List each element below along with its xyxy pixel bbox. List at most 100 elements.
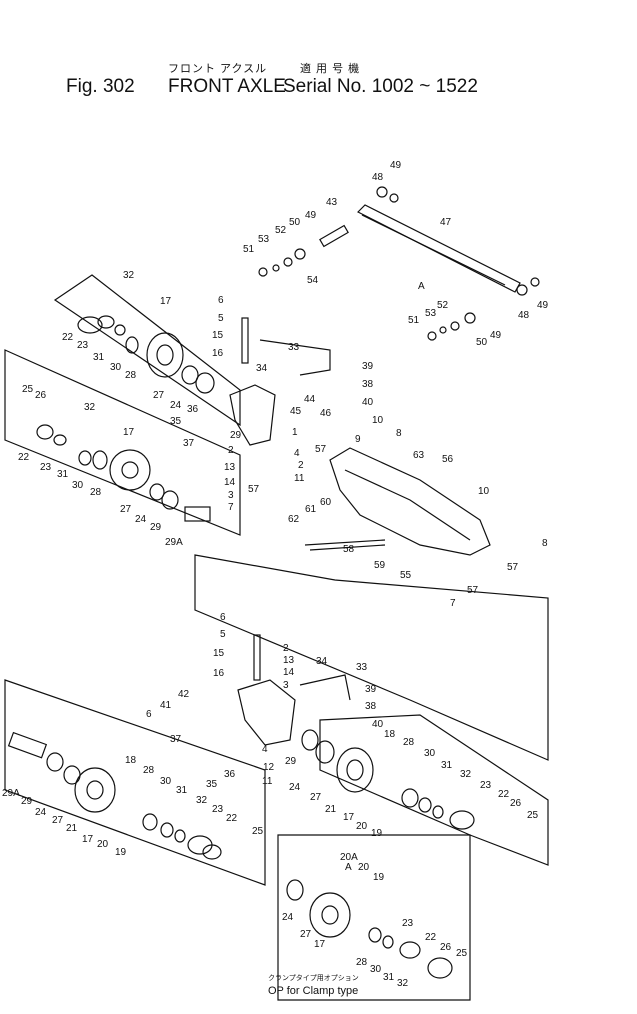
callout: 3 [283, 680, 289, 691]
callout: 13 [224, 462, 236, 473]
hub-17-mid [109, 449, 151, 491]
title-japanese: フロント アクスル [168, 63, 268, 75]
callout: 28 [356, 957, 368, 968]
callout: 29A [165, 537, 183, 548]
callout: 3 [228, 490, 234, 501]
callout: 6 [146, 709, 152, 720]
panel-middle [194, 554, 549, 761]
callout-labels: 49 48 43 47 50 49 52 53 51 54 A 48 49 52… [2, 160, 549, 989]
knuckle-upper [229, 384, 276, 446]
callout: 22 [62, 332, 74, 343]
callout: 36 [187, 404, 199, 415]
callout: 30 [110, 362, 122, 373]
callout: 48 [518, 310, 530, 321]
callout: 49 [537, 300, 549, 311]
callout: 18 [384, 729, 396, 740]
panel-lower-right [319, 714, 549, 866]
callout: 24 [289, 782, 301, 793]
callout: 31 [93, 352, 105, 363]
callout: 13 [283, 655, 295, 666]
callout: 11 [294, 473, 305, 484]
callout: 25 [456, 948, 468, 959]
callout: 32 [84, 402, 96, 413]
callout: 1 [292, 427, 298, 438]
callout: 62 [288, 514, 300, 525]
callout: 32 [196, 795, 208, 806]
callout: 15 [212, 330, 224, 341]
callout: 26 [440, 942, 452, 953]
callout: 25 [22, 384, 34, 395]
callout: 29 [230, 430, 242, 441]
callout: 11 [262, 776, 273, 787]
callout: 43 [326, 197, 338, 208]
callout: 16 [213, 668, 225, 679]
callout: 17 [82, 834, 94, 845]
callout: 4 [294, 448, 300, 459]
callout: 28 [143, 765, 155, 776]
callout: 39 [365, 684, 377, 695]
panel-upper-left-inner [4, 349, 241, 536]
callout: 25 [252, 826, 264, 837]
callout: 9 [355, 434, 361, 445]
option-caption-japanese: クランプタイプ用オプション [268, 975, 359, 982]
callout: 57 [248, 484, 260, 495]
callout: 52 [437, 300, 449, 311]
callout: 53 [258, 234, 270, 245]
callout: 29A [2, 788, 20, 799]
knuckle-middle [237, 679, 296, 746]
callout: 8 [542, 538, 548, 549]
callout: 26 [35, 390, 47, 401]
callout: 56 [442, 454, 454, 465]
figure-number: Fig. 302 [66, 76, 135, 97]
callout: 30 [370, 964, 382, 975]
callout: 47 [440, 217, 452, 228]
callout: 2 [283, 643, 289, 654]
callout: 19 [371, 828, 383, 839]
callout: 26 [510, 798, 522, 809]
callout: 8 [396, 428, 402, 439]
callout: 30 [424, 748, 436, 759]
callout: 2 [228, 445, 234, 456]
callout: 17 [314, 939, 326, 950]
callout: 23 [212, 804, 224, 815]
callout: 55 [400, 570, 412, 581]
title-english: FRONT AXLE [168, 76, 286, 97]
callout: 17 [343, 812, 355, 823]
callout: 50 [289, 217, 301, 228]
callout: 22 [226, 813, 238, 824]
callout: 49 [490, 330, 502, 341]
callout: 27 [52, 815, 64, 826]
callout: 33 [356, 662, 368, 673]
callout: 32 [460, 769, 472, 780]
callout: 29 [285, 756, 297, 767]
callout: 33 [288, 342, 300, 353]
callout: 63 [413, 450, 425, 461]
callout: 35 [206, 779, 218, 790]
callout: 14 [224, 477, 236, 488]
callout: 25 [527, 810, 539, 821]
callout: 27 [120, 504, 132, 515]
callout: 38 [365, 701, 377, 712]
option-caption: OP for Clamp type [268, 985, 359, 997]
callout: 35 [170, 416, 182, 427]
callout: 23 [480, 780, 492, 791]
callout: 60 [320, 497, 332, 508]
callout: 19 [115, 847, 127, 858]
callout: 49 [305, 210, 317, 221]
callout: 23 [77, 340, 89, 351]
callout: 21 [66, 823, 78, 834]
callout: 57 [315, 444, 327, 455]
callout: 29 [150, 522, 162, 533]
callout: 49 [390, 160, 402, 171]
pin-43 [319, 224, 349, 248]
radius-rod [356, 204, 521, 293]
panel-upper-left [53, 274, 241, 427]
callout: 51 [408, 315, 420, 326]
callout: 37 [183, 438, 195, 449]
callout: 51 [243, 244, 255, 255]
callout: 34 [316, 656, 328, 667]
callout: 28 [90, 487, 102, 498]
callout: 31 [57, 469, 69, 480]
callout: 57 [507, 562, 519, 573]
